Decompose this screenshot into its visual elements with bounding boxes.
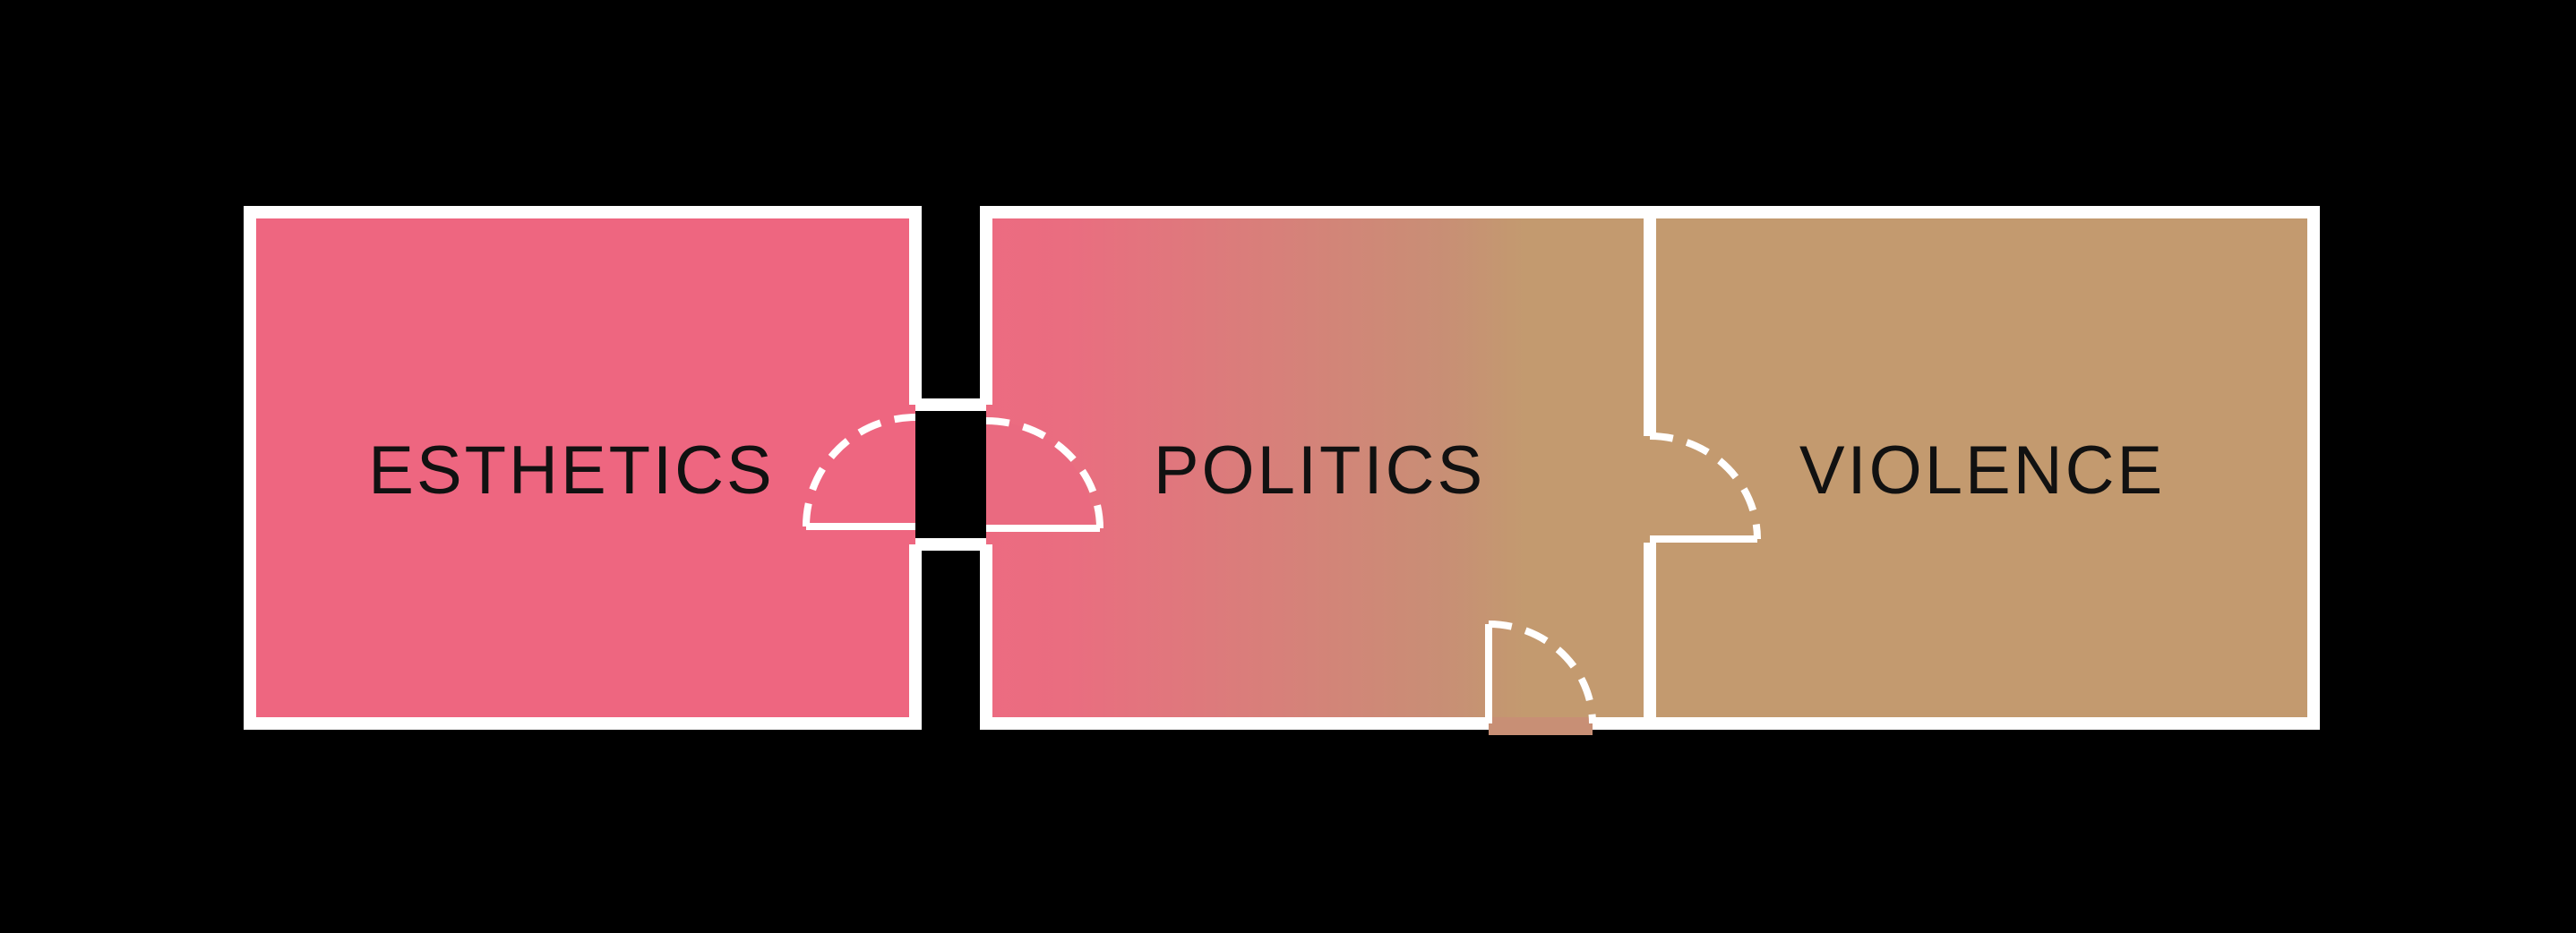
door-politics-bottom: [1485, 621, 1596, 724]
label-esthetics: ESTHETICS: [368, 432, 775, 509]
politics-violence-outer-walls: [980, 206, 2320, 730]
corridor-floor: [915, 405, 986, 544]
label-politics: POLITICS: [1154, 432, 1485, 509]
door-esthetics: [803, 414, 916, 530]
room-esthetics: [250, 212, 915, 723]
esthetics-walls: [244, 206, 922, 730]
politics-door-swing-fill: [986, 421, 1094, 528]
door-politics-left-swing-arc: [985, 417, 1103, 529]
door-partition: [1649, 432, 1761, 543]
label-violence: VIOLENCE: [1799, 432, 2165, 509]
esthetics-fill: [250, 212, 915, 723]
politics-walls-bottom-left: [980, 544, 1489, 730]
violence-fill: [1650, 212, 2314, 723]
door-partition-swing-arc: [1649, 432, 1761, 540]
politics-bottom-doorway-floor: [1489, 717, 1593, 735]
door-politics-left: [985, 417, 1103, 532]
door-politics-bottom-swing-arc: [1488, 621, 1596, 724]
room-violence: [1650, 212, 2314, 723]
door-esthetics-swing-arc: [803, 414, 916, 527]
